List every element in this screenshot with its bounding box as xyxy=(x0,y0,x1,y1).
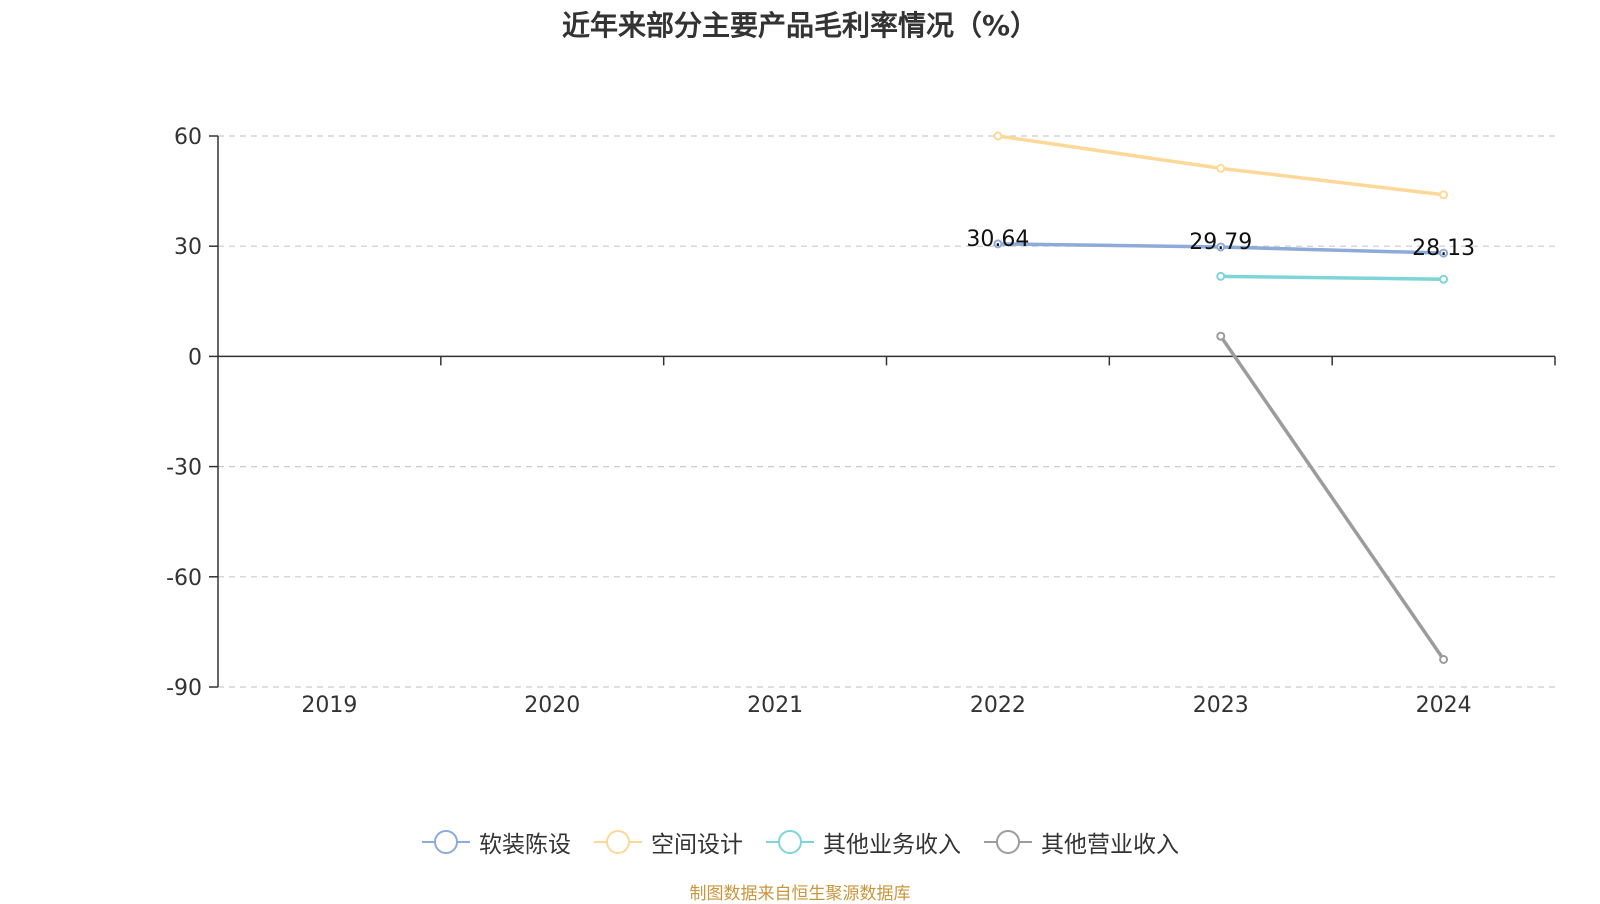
data-point[interactable] xyxy=(1439,248,1449,258)
y-tick-label: -90 xyxy=(166,676,202,701)
data-labels: 30.64 29.79 28.13 xyxy=(966,227,1475,261)
x-tick-label: 2023 xyxy=(1193,693,1249,718)
series xyxy=(993,131,1449,664)
x-tick-label: 2019 xyxy=(301,693,357,718)
legend-line-marker-icon xyxy=(594,830,642,854)
data-point[interactable] xyxy=(1216,271,1226,281)
axes: 60 30 0 -30 -60 -90 2019 2020 2021 2022 2023 2024 xyxy=(166,125,1556,718)
series-line xyxy=(1219,334,1446,662)
data-point[interactable] xyxy=(993,131,1003,141)
x-tick-label: 2024 xyxy=(1416,693,1472,718)
series-line xyxy=(1219,274,1446,282)
legend: 软装陈设 空间设计 其他业务收入 其他营业收入 xyxy=(0,822,1600,862)
data-point[interactable] xyxy=(1216,331,1226,341)
x-tick-label: 2022 xyxy=(970,693,1026,718)
legend-label: 空间设计 xyxy=(651,832,743,858)
legend-label: 软装陈设 xyxy=(479,832,571,858)
data-label: 30.64 xyxy=(966,227,1029,252)
y-tick-label: 30 xyxy=(174,235,202,260)
legend-item[interactable]: 空间设计 xyxy=(593,825,743,859)
legend-label: 其他营业收入 xyxy=(1041,832,1179,858)
x-tick-label: 2020 xyxy=(524,693,580,718)
data-point[interactable] xyxy=(1439,190,1449,200)
chart-title: 近年来部分主要产品毛利率情况（%） xyxy=(561,9,1039,42)
y-tick-label: -60 xyxy=(166,566,202,591)
data-point[interactable] xyxy=(1439,274,1449,284)
legend-label: 其他业务收入 xyxy=(823,832,961,858)
source-note: 制图数据来自恒生聚源数据库 xyxy=(689,884,911,904)
y-tick-label: 60 xyxy=(174,125,202,150)
data-point[interactable] xyxy=(1439,654,1449,664)
data-point[interactable] xyxy=(1216,242,1226,252)
legend-item[interactable]: 其他业务收入 xyxy=(765,825,961,859)
legend-item[interactable]: 软装陈设 xyxy=(421,825,571,859)
y-tick-label: 0 xyxy=(188,345,202,370)
legend-line-marker-icon xyxy=(422,830,470,854)
data-point[interactable] xyxy=(1216,163,1226,173)
gridlines xyxy=(218,135,1555,688)
data-label: 29.79 xyxy=(1189,230,1252,255)
y-tick-label: -30 xyxy=(166,456,202,481)
data-label: 28.13 xyxy=(1412,236,1475,261)
legend-line-marker-icon xyxy=(766,830,814,854)
data-point[interactable] xyxy=(993,239,1003,249)
legend-line-marker-icon xyxy=(984,830,1032,854)
legend-item[interactable]: 其他营业收入 xyxy=(983,825,1179,859)
x-tick-label: 2021 xyxy=(747,693,803,718)
